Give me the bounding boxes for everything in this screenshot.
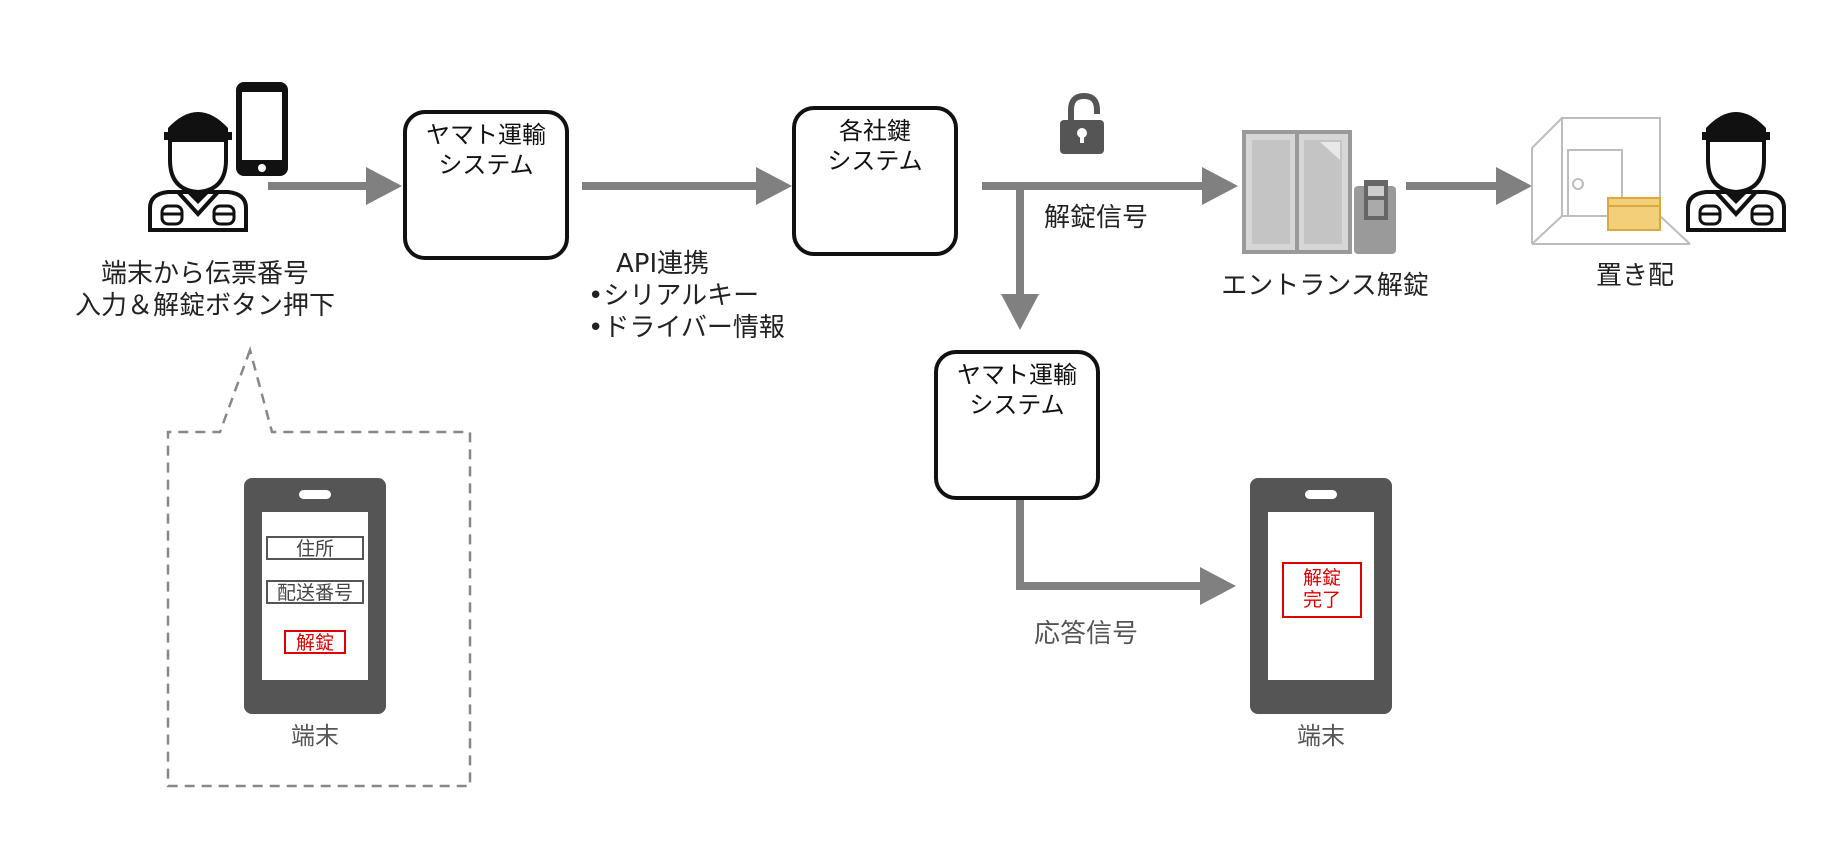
- lock-system-box: 各社鍵 システム: [792, 106, 958, 256]
- device-caption-right: 端末: [1297, 722, 1345, 750]
- status-line2: 完了: [1302, 589, 1341, 611]
- arrow-entrance-to-room: [1406, 167, 1532, 205]
- tracking-number-field[interactable]: 配送番号: [266, 580, 364, 604]
- arrow-response-signal: [1016, 500, 1236, 605]
- arrow-down-to-yamato: [1001, 186, 1039, 330]
- box-title-line2: システム: [969, 391, 1065, 419]
- box-title-line1: 各社鍵: [839, 117, 911, 145]
- driver-caption: 端末から伝票番号 入力＆解錠ボタン押下: [40, 258, 370, 322]
- driver-icon: [148, 110, 248, 232]
- device-caption-left: 端末: [291, 722, 339, 750]
- api-title: API連携: [616, 249, 710, 279]
- api-item: •ドライバー情報: [588, 313, 785, 343]
- delivery-caption: 置き配: [1595, 261, 1674, 291]
- callout-border: [166, 345, 472, 788]
- api-item: •シリアルキー: [588, 281, 760, 311]
- speaker-slot: [1305, 490, 1337, 499]
- smartphone-icon: [236, 82, 288, 176]
- yamato-system-box-1: ヤマト運輸 システム: [403, 110, 569, 260]
- driver-caption-line2: 入力＆解錠ボタン押下: [74, 291, 335, 321]
- response-signal-label: 応答信号: [1034, 619, 1139, 649]
- address-field[interactable]: 住所: [266, 536, 364, 560]
- speaker-slot: [299, 490, 331, 499]
- status-line1: 解錠: [1302, 567, 1341, 589]
- arrow-yamato-to-lock-system: [582, 167, 792, 205]
- entrance-caption: エントランス解錠: [1221, 271, 1429, 301]
- arrow-driver-to-yamato: [268, 167, 402, 205]
- padlock-icon: [1060, 96, 1104, 154]
- box-title-line2: システム: [438, 151, 534, 179]
- unlock-complete-box: 解錠 完了: [1282, 562, 1362, 618]
- room-icon: [1531, 117, 1691, 245]
- unlock-button[interactable]: 解錠: [284, 630, 346, 654]
- intercom-panel-icon: [1354, 180, 1396, 254]
- driver-caption-line1: 端末から伝票番号: [100, 259, 309, 289]
- driver-icon: [1686, 110, 1786, 232]
- box-title-line1: ヤマト運輸: [426, 121, 546, 149]
- api-caption: API連携 •シリアルキー •ドライバー情報: [588, 248, 785, 344]
- unlock-signal-label: 解錠信号: [1044, 203, 1149, 233]
- yamato-system-box-2: ヤマト運輸 システム: [934, 350, 1100, 500]
- box-title-line2: システム: [827, 147, 923, 175]
- entrance-door-icon: [1242, 130, 1352, 254]
- box-title-line1: ヤマト運輸: [957, 361, 1077, 389]
- parcel-box-icon: [1607, 197, 1661, 231]
